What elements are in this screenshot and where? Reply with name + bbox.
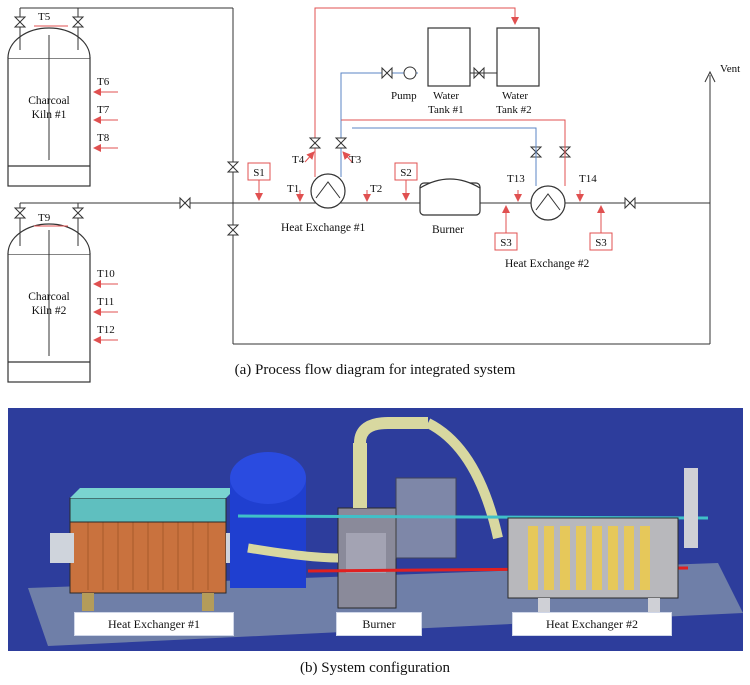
sample-point-s3-b: S3 (589, 205, 613, 251)
kiln-2-probes (93, 280, 118, 344)
kiln-1-probes (93, 88, 118, 152)
caption-a: (a) Process flow diagram for integrated … (234, 362, 516, 378)
t10-label: T10 (97, 268, 115, 280)
t6-label: T6 (97, 76, 110, 88)
t9-label: T9 (38, 212, 51, 224)
t11-label: T11 (97, 296, 114, 308)
heat-exchanger-2-plate: Heat Exchanger #2 (512, 612, 672, 636)
water-tank-2-label-1: Water (502, 90, 528, 102)
water-tank-2-label-2: Tank #2 (496, 104, 532, 116)
kiln-1-label-line-2: Kiln #1 (32, 109, 67, 121)
t14-label: T14 (579, 173, 597, 185)
t7-label: T7 (97, 104, 110, 116)
pump-label: Pump (391, 90, 417, 102)
heat-exchanger-1-label: Heat Exchange #1 (281, 222, 366, 234)
heat-exchanger-1-model (50, 488, 250, 611)
sample-point-s2: S2 (394, 162, 418, 201)
kiln-2-label-line-2: Kiln #2 (32, 305, 67, 317)
burner-plate: Burner (336, 612, 422, 636)
t3-label: T3 (349, 154, 362, 166)
t8-label: T8 (97, 132, 110, 144)
svg-text:S3: S3 (500, 237, 512, 249)
heat-exchanger-2-label: Heat Exchange #2 (505, 258, 590, 270)
kiln-2-label-line-1: Charcoal (28, 291, 70, 303)
vent-label: Vent (720, 63, 740, 75)
t1-label: T1 (287, 183, 299, 195)
water-tank-1-label-2: Tank #1 (428, 104, 464, 116)
pump-line (381, 66, 497, 80)
heat-exchanger-2 (530, 185, 566, 221)
t5-label: T5 (38, 11, 51, 23)
t4-label: T4 (292, 154, 305, 166)
svg-text:S2: S2 (400, 167, 412, 179)
sample-point-s3-a: S3 (494, 205, 518, 251)
t13-label: T13 (507, 173, 525, 185)
kiln-1-top-piping (13, 7, 233, 50)
water-tank-1-label-1: Water (433, 90, 459, 102)
t12-label: T12 (97, 324, 115, 336)
svg-text:S1: S1 (253, 167, 265, 179)
hot-water-loop (314, 7, 566, 186)
charcoal-kiln-1: Charcoal Kiln #1 (7, 27, 91, 187)
kiln-1-label-line-1: Charcoal (28, 95, 70, 107)
heat-exchanger-1-plate: Heat Exchanger #1 (74, 612, 234, 636)
heat-exchanger-2-model (507, 468, 698, 612)
process-flow-diagram: Charcoal Kiln #1 T5 T6 T7 T8 Charcoal Ki… (7, 7, 740, 383)
water-tank-1 (427, 27, 471, 87)
burner (419, 178, 481, 216)
t2-label: T2 (370, 183, 382, 195)
burner-label: Burner (432, 224, 464, 236)
svg-text:S3: S3 (595, 237, 607, 249)
charcoal-kiln-2: Charcoal Kiln #2 (7, 223, 91, 383)
caption-b: (b) System configuration (300, 660, 450, 676)
water-tank-2 (496, 27, 540, 87)
system-configuration-render (8, 408, 743, 651)
heat-exchanger-1 (310, 120, 346, 209)
sample-point-s1: S1 (247, 162, 271, 201)
blue-tank-model (230, 452, 306, 588)
kiln-2-top-piping (13, 202, 710, 246)
bypass-line (179, 8, 711, 345)
